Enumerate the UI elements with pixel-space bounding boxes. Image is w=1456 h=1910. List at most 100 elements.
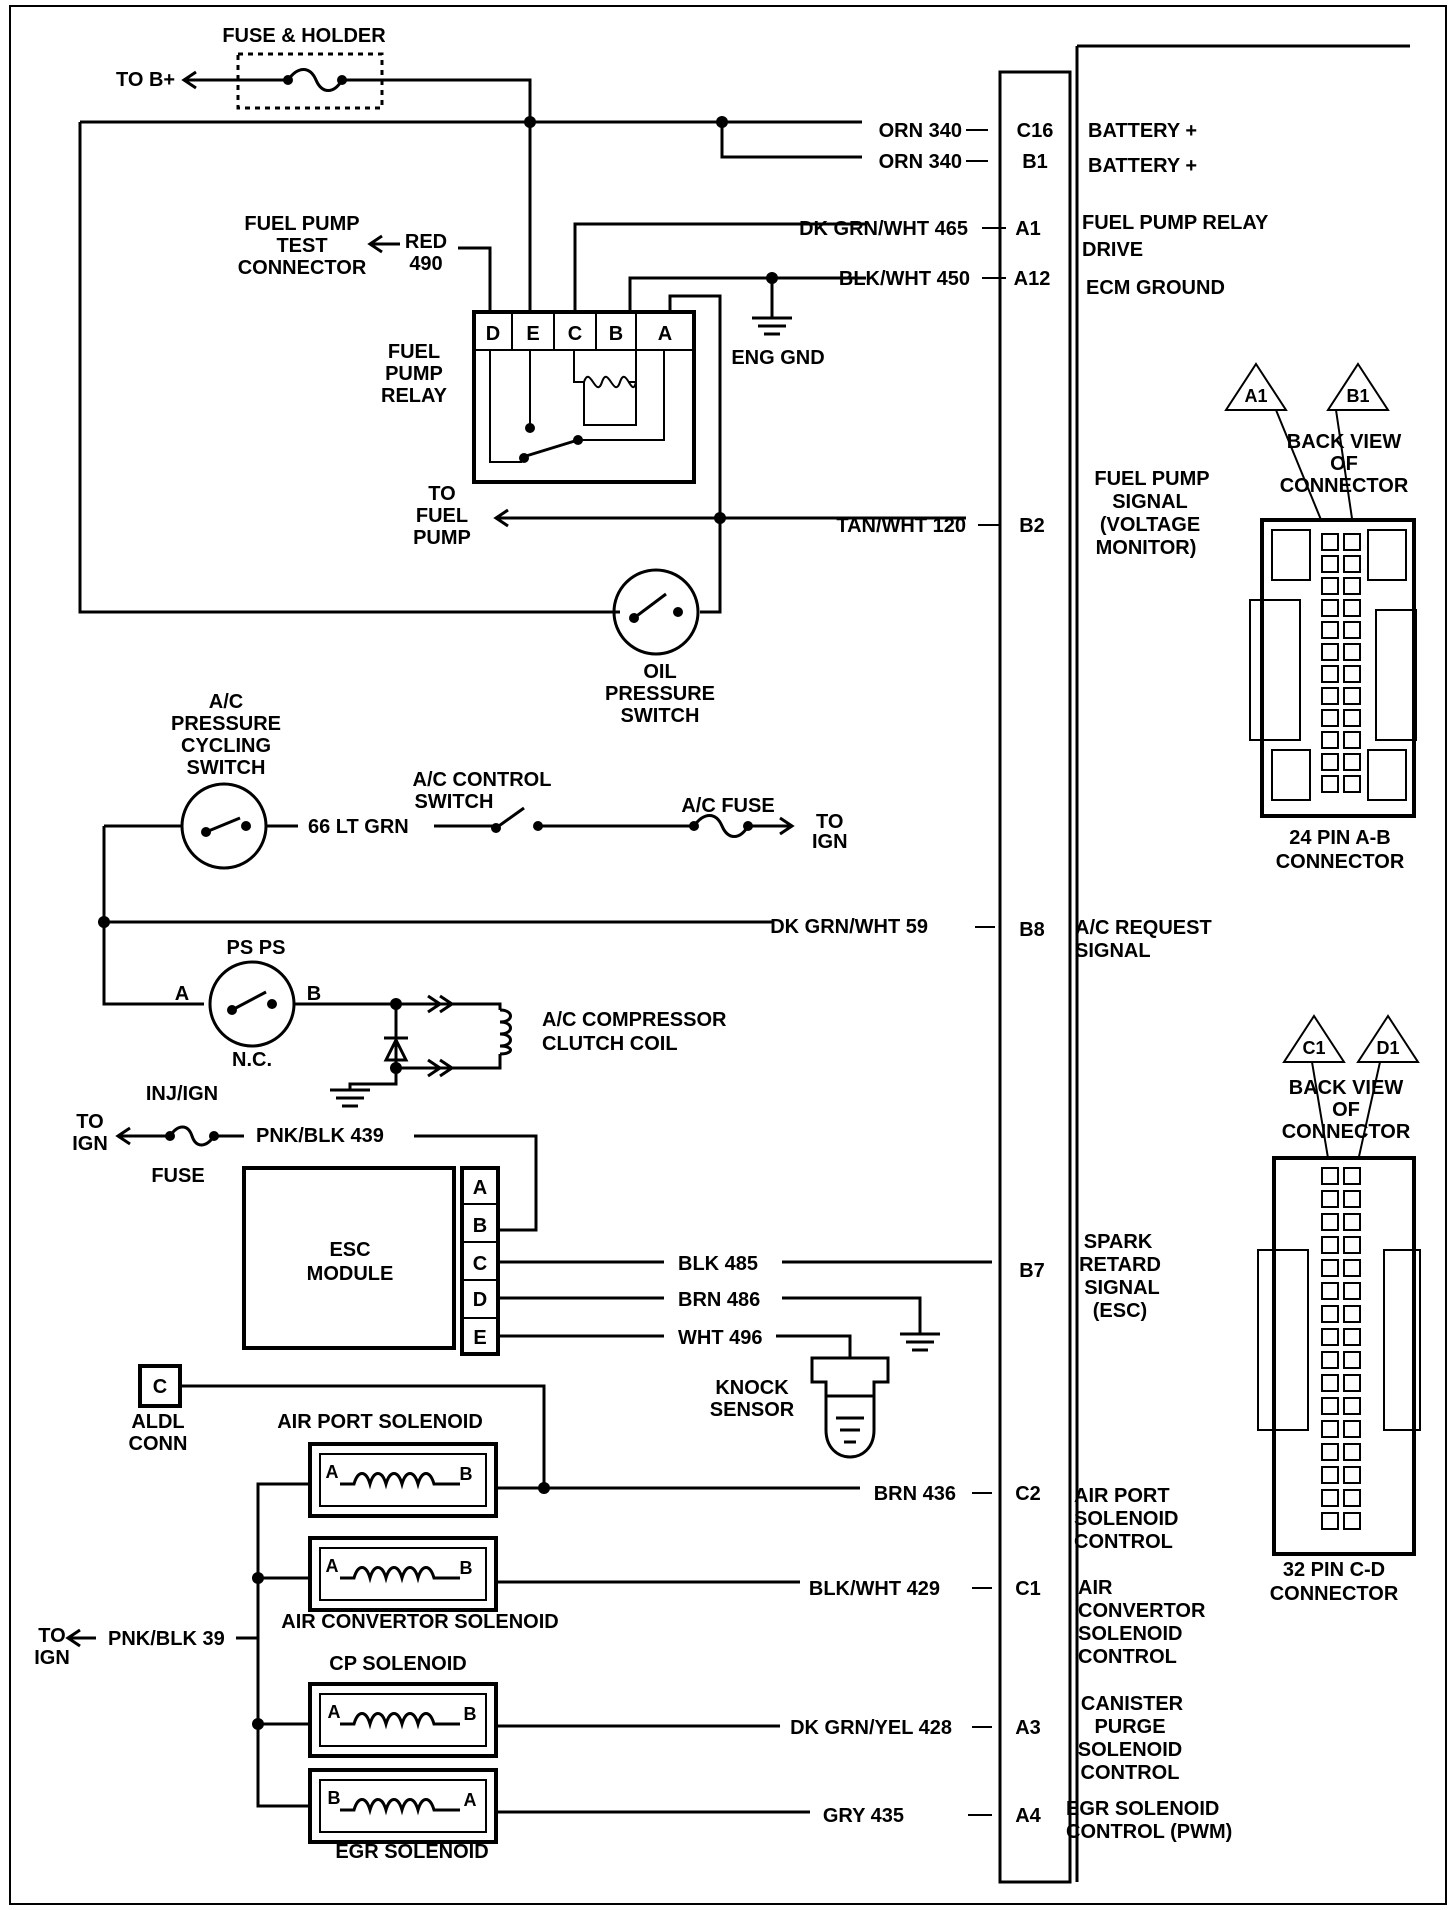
ecm-pin-b8: DK GRN/WHT 59 B8 A/C REQUEST SIGNAL [770, 916, 1211, 962]
connector-24pin: A1 B1 BACK VIEW OF CONNECTOR 24 PIN A-B … [1224, 362, 1417, 873]
connector-pin [1321, 643, 1339, 661]
ac-cycling-label: A/C [209, 691, 243, 713]
connector-pin [1343, 1190, 1361, 1208]
pin-function: SIGNAL [1084, 1277, 1160, 1299]
connector-pin [1343, 1397, 1361, 1415]
cp-title: CP SOLENOID [329, 1653, 466, 1675]
esc-pin: D [473, 1289, 487, 1311]
connector-pin [1343, 621, 1361, 639]
ac-control-label: A/C CONTROL [413, 769, 552, 791]
pin-label: A12 [1014, 268, 1051, 290]
pin-function: SIGNAL [1112, 491, 1188, 513]
airport-title: AIR PORT SOLENOID [277, 1411, 483, 1433]
pin-function: SOLENOID [1078, 1623, 1182, 1645]
connector-pin [1321, 1167, 1339, 1185]
oil-pressure-switch [612, 568, 700, 656]
pin-function: RETARD [1079, 1254, 1161, 1276]
wire-label: ORN 340 [879, 120, 962, 142]
lt-grn-label: 66 LT GRN [308, 816, 409, 838]
connector-pin [1321, 1351, 1339, 1369]
convertor-title: AIR CONVERTOR SOLENOID [281, 1611, 558, 1633]
connector-pin [1343, 1420, 1361, 1438]
pin-function: CONTROL [1078, 1646, 1177, 1668]
pin-function: FUEL PUMP RELAY [1082, 212, 1269, 234]
sol-terminal: B [464, 1704, 477, 1724]
pnk439-label: PNK/BLK 439 [256, 1125, 384, 1147]
sol-terminal: B [460, 1558, 473, 1578]
aldl-letter: C [153, 1376, 167, 1398]
triangle-marker [1356, 1014, 1420, 1063]
sol-terminal: A [464, 1790, 477, 1810]
relay-pin: C [568, 323, 582, 345]
connector-pin [1343, 1374, 1361, 1392]
connector-pin [1321, 577, 1339, 595]
pin-function: (VOLTAGE [1100, 514, 1200, 536]
knock-sensor [810, 1356, 890, 1398]
pin-label: B8 [1019, 919, 1045, 941]
wire-label: BLK/WHT 429 [809, 1578, 940, 1600]
connector-pin [1321, 665, 1339, 683]
aldl-label: CONN [129, 1433, 188, 1455]
pin-function: CANISTER [1081, 1693, 1184, 1715]
tri-label: B1 [1346, 386, 1369, 406]
pin-label: A3 [1015, 1717, 1041, 1739]
esc-pin: A [473, 1177, 487, 1199]
pin-function: MONITOR) [1096, 537, 1197, 559]
pin-function: SOLENOID [1074, 1508, 1178, 1530]
ecm-pin-a3: DK GRN/YEL 428 A3 CANISTER PURGE SOLENOI… [790, 1693, 1184, 1784]
relay-pin: E [526, 323, 539, 345]
connector-pin [1321, 687, 1339, 705]
esc-module-label: ESC [329, 1239, 370, 1261]
ecm-pin-b1: ORN 340 B1 BATTERY + [879, 151, 1197, 177]
brn486-label: BRN 486 [678, 1289, 760, 1311]
relay-label: PUMP [385, 363, 443, 385]
connector-pin [1343, 687, 1361, 705]
psps-terminal: B [307, 983, 321, 1005]
ecm-body [1075, 44, 1410, 1882]
connector-pin [1343, 1167, 1361, 1185]
connector-pin [1343, 555, 1361, 573]
connector-pin [1343, 1282, 1361, 1300]
coil-icon [340, 1712, 460, 1730]
connector-name: CONNECTOR [1276, 851, 1405, 873]
pin-function: SPARK [1084, 1231, 1153, 1253]
egr-title: EGR SOLENOID [335, 1841, 488, 1863]
esc-pin-strip [460, 1166, 500, 1356]
connector-pin [1343, 1489, 1361, 1507]
pin-label: B1 [1022, 151, 1048, 173]
connector-pin [1343, 1351, 1361, 1369]
esc-module-label: MODULE [307, 1263, 394, 1285]
outer-frame [9, 5, 1447, 1905]
connector-pin [1343, 1305, 1361, 1323]
ecm-pin-rows: ORN 340 C16 BATTERY + ORN 340 B1 BATTERY… [770, 120, 1269, 1843]
connector-pin [1321, 1259, 1339, 1277]
coil-icon [499, 1008, 512, 1056]
connector-pin [1343, 533, 1361, 551]
pin-function: (ESC) [1093, 1300, 1147, 1322]
connector-pin [1343, 665, 1361, 683]
wire-label: ORN 340 [879, 151, 962, 173]
connector-pin [1343, 1443, 1361, 1461]
relay-pin: A [658, 323, 672, 345]
ecm-pin-b2: TAN/WHT 120 B2 FUEL PUMP SIGNAL (VOLTAGE… [836, 468, 1209, 559]
ac-control-label: SWITCH [415, 791, 494, 813]
back-view-label: CONNECTOR [1280, 475, 1409, 497]
connector-pin [1321, 1512, 1339, 1530]
connector-pin [1321, 709, 1339, 727]
to-fuel-pump: PUMP [413, 527, 471, 549]
ac-fuse-label: A/C FUSE [681, 795, 774, 817]
tri-label: C1 [1302, 1038, 1325, 1058]
coil-icon [340, 1566, 460, 1584]
fuse-icon [286, 68, 360, 92]
connector-pin [1321, 1466, 1339, 1484]
wire-label: BRN 436 [874, 1483, 956, 1505]
oil-switch-label: SWITCH [621, 705, 700, 727]
to-ign-label: TO [76, 1111, 103, 1133]
connector-name: 24 PIN A-B [1289, 827, 1391, 849]
ground-icon [900, 1332, 940, 1352]
connector-pin [1321, 621, 1339, 639]
ecm-pin-c16: ORN 340 C16 BATTERY + [879, 120, 1197, 142]
fuel-pump-circuit: FUSE & HOLDER TO B+ FUEL PUMP TEST CONNE… [78, 25, 966, 727]
connector-pin [1343, 577, 1361, 595]
